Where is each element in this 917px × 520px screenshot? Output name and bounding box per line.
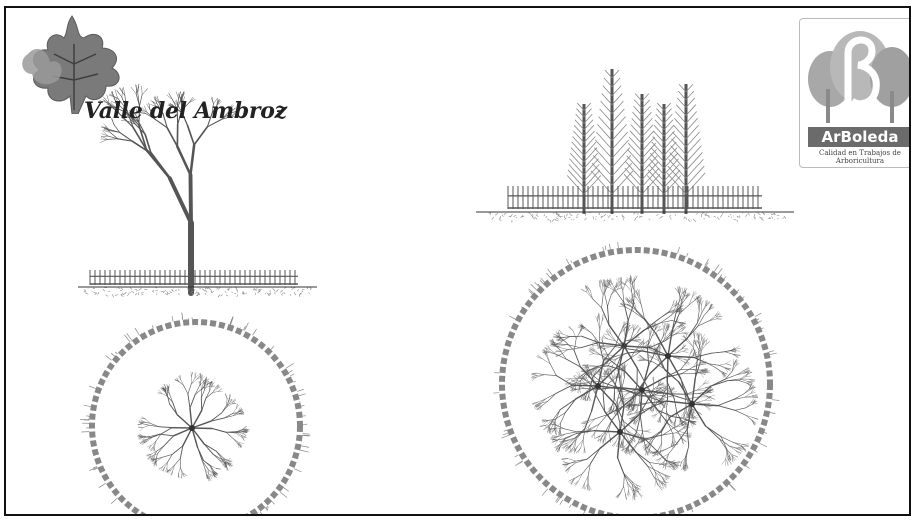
- broad-tree: [99, 83, 239, 296]
- arboleda-badge: ArBoleda Calidad en Trabajos de Arboricu…: [799, 18, 909, 168]
- oak-leaf-icon: [22, 15, 120, 114]
- brand-title-suffix: -: [276, 98, 284, 123]
- badge-subtitle-line2: Arboricultura: [835, 157, 885, 165]
- badge-name: ArBoleda: [808, 127, 909, 147]
- poplar-row: [566, 69, 706, 214]
- beta-trees-icon: [808, 31, 909, 123]
- root-system-illustration: [78, 69, 794, 514]
- right-ground: [476, 211, 794, 223]
- brand-title: Valle del Ambroz: [84, 98, 287, 124]
- right-fence: [507, 186, 762, 209]
- badge-subtitle: Calidad en Trabajos de Arboricultura: [804, 149, 909, 165]
- right-root-disc: [493, 242, 780, 514]
- brand-logo: Valle del Ambroz -: [14, 14, 334, 124]
- badge-subtitle-line1: Calidad en Trabajos de: [819, 149, 901, 157]
- left-fence: [89, 270, 298, 285]
- left-root-disc: [80, 312, 311, 514]
- left-ground: [78, 286, 317, 298]
- illustration-frame: Valle del Ambroz - ArBoleda Calidad en T…: [4, 6, 911, 516]
